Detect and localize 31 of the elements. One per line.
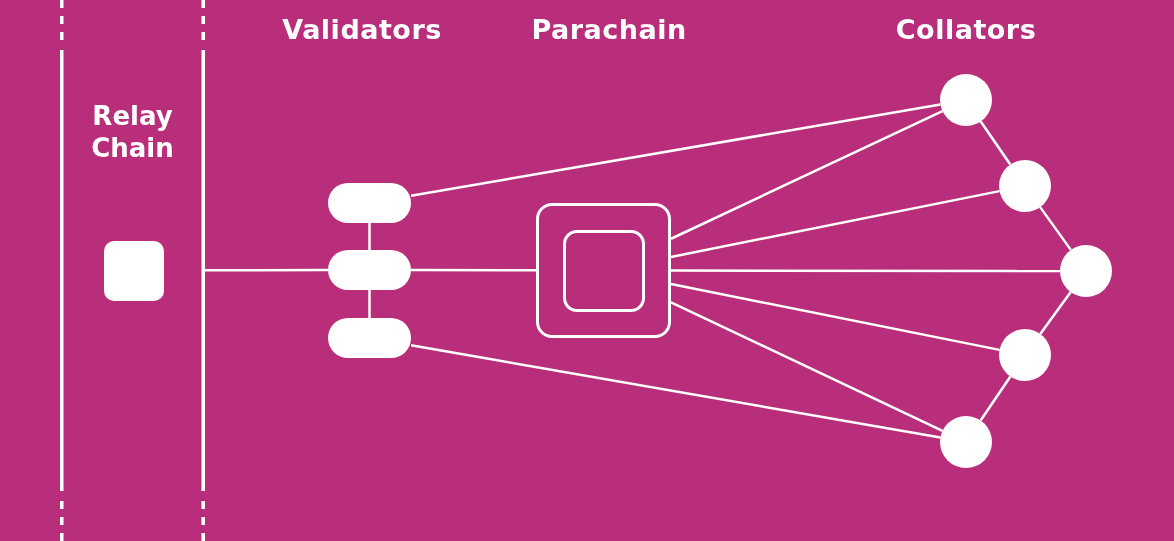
connector-line	[671, 269, 1060, 273]
collator-circle	[999, 329, 1051, 381]
connector-line	[670, 109, 943, 240]
validator-pill	[328, 250, 411, 290]
connector-line	[1039, 206, 1072, 251]
band-title: Relay Chain	[90, 100, 175, 164]
collator-circle	[940, 416, 992, 468]
connector-line	[670, 189, 1000, 259]
connector-line	[410, 344, 941, 439]
column-heading: Validators	[282, 14, 442, 45]
connector-line	[411, 268, 536, 272]
collator-circle	[999, 160, 1051, 212]
validator-pill	[328, 183, 411, 223]
connector-line	[410, 103, 941, 198]
collator-circle	[940, 74, 992, 126]
connector-line	[670, 301, 944, 432]
validator-pill	[328, 318, 411, 358]
connector-line	[979, 375, 1012, 422]
collator-circle	[1060, 245, 1112, 297]
column-heading: Parachain	[531, 14, 687, 45]
connector-line	[368, 290, 371, 318]
relay-chain-band	[60, 0, 205, 541]
connector-line	[205, 268, 328, 272]
column-heading: Collators	[895, 14, 1037, 45]
connector-line	[1039, 291, 1072, 335]
connector-line	[979, 120, 1012, 166]
parachain-inner-square	[563, 230, 645, 312]
connector-line	[368, 223, 371, 250]
parachain-outer-square	[536, 203, 671, 338]
block-square	[104, 241, 164, 301]
connector-line	[670, 282, 1000, 352]
